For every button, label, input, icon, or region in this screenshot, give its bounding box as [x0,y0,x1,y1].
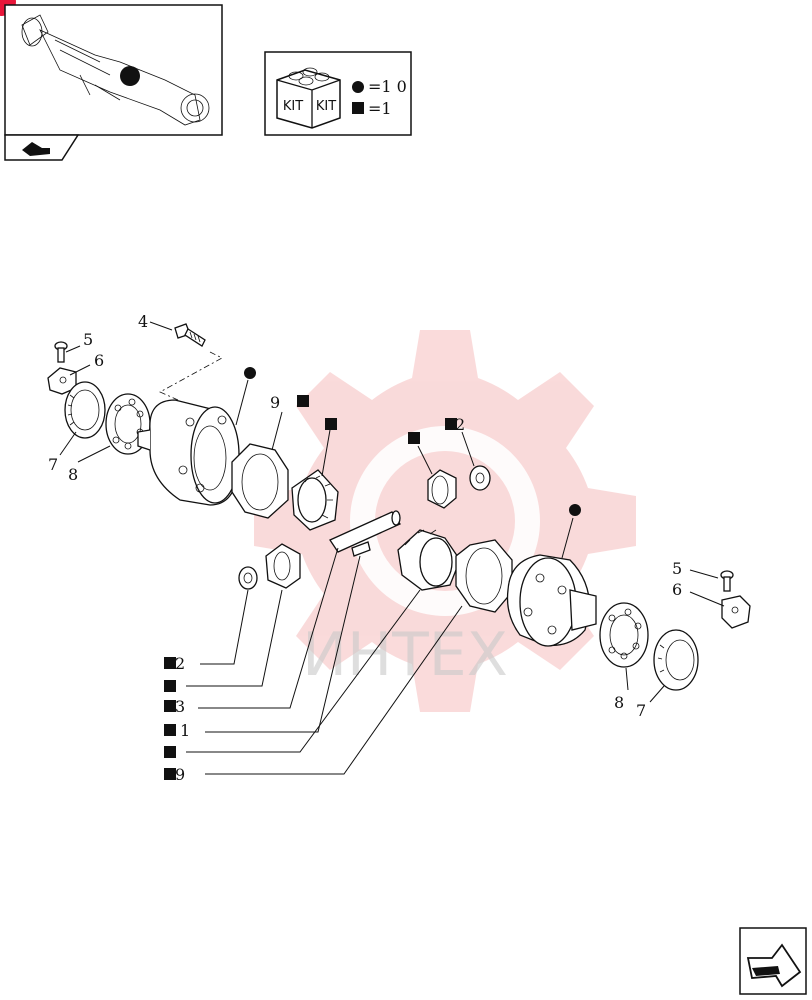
bolt-5-left [54,341,68,363]
kit-box-icon: KIT KIT [276,67,341,129]
kit-square-washer-upper [445,418,457,430]
ring-nut-7-right [653,629,699,691]
planet-gear-lower [265,543,301,589]
kit-square-side-gear-left [325,418,337,430]
watermark-text: ИНТЕХ [302,620,508,690]
left-list: 2 3 1 9 [164,547,463,784]
ring-nut-7-left [64,381,106,439]
callout-6-left: 6 [94,351,104,370]
list-item[interactable]: 1 [164,555,361,740]
kit-square-9 [297,395,309,407]
callout-5-right: 5 [672,559,682,578]
callout-2-upper: 2 [455,415,465,434]
circle-kit-icon [352,81,364,93]
callout-6-right: 6 [672,580,682,599]
list-item[interactable]: 2 [164,589,249,673]
thumbnail-location-dot [120,66,140,86]
lock-plate-6-right [721,595,751,629]
bolt-5-right [720,570,734,592]
kit-dot-case-left [244,367,256,379]
circle-kit-value: =1 0 [368,77,407,96]
callout-9-left: 9 [270,393,280,412]
planet-gear-upper [427,469,457,509]
breadcrumb-tab[interactable] [4,134,80,161]
square-kit-icon [352,102,364,114]
callout-5-left: 5 [83,330,93,349]
gasket-9-left [231,443,289,519]
kit-square-planet-upper [408,432,420,444]
side-gear-left [291,469,339,531]
callout-7-right: 7 [636,701,646,720]
svg-text:1: 1 [180,721,190,740]
next-page-arrow-icon [746,943,802,988]
list-item[interactable]: 9 [164,605,463,784]
kit-dot-case-right [569,504,581,516]
list-item[interactable] [164,589,421,758]
differential-case-left [137,399,240,506]
callout-4: 4 [138,312,148,331]
list-item[interactable] [164,589,283,692]
kit-label-left: KIT [283,99,303,114]
callout-8-right: 8 [614,693,624,712]
next-page-button[interactable] [739,927,807,995]
spider-shaft [329,510,401,557]
hand-pointer-icon [22,142,50,156]
bearing-8-right [599,602,649,668]
thrust-washer-lower [238,566,258,590]
list-item[interactable]: 3 [164,547,339,716]
bolt-4 [174,323,206,347]
svg-text:2: 2 [175,654,185,673]
kit-label-right: KIT [316,99,336,114]
square-kit-value: =1 [368,99,392,118]
callout-7-left: 7 [48,455,58,474]
svg-text:3: 3 [175,697,185,716]
gasket-9-right [455,539,513,613]
differential-case-right [506,554,597,647]
axle-thumbnail[interactable] [4,4,223,136]
thrust-washer-upper [469,465,491,491]
svg-text:9: 9 [175,765,185,784]
callout-8-left: 8 [68,465,78,484]
kit-legend: KIT KIT =1 0 =1 [264,51,412,136]
side-gear-right [397,529,461,591]
